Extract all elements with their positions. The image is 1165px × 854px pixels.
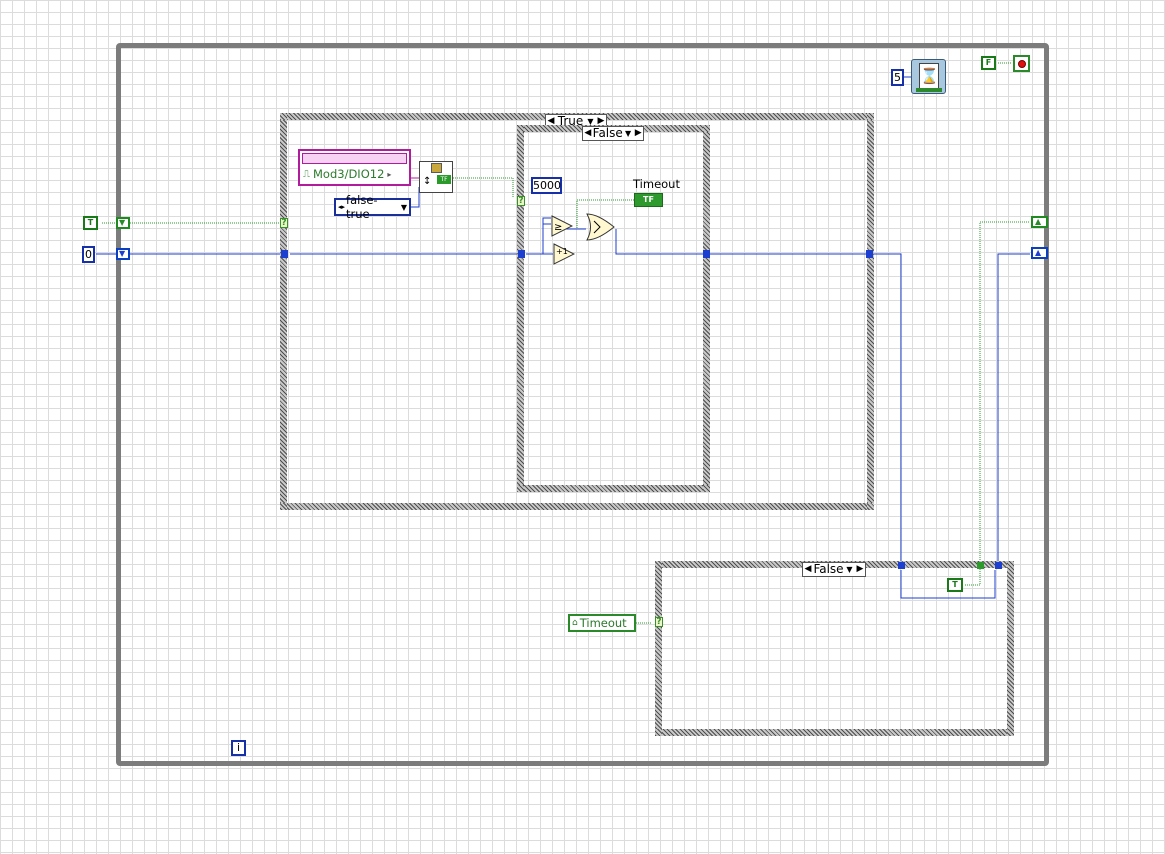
tunnel-inner-right[interactable]: [703, 250, 710, 258]
edge-enum-text: false-true: [346, 193, 378, 221]
true-constant-lower[interactable]: T: [947, 578, 963, 592]
chevron-down-icon[interactable]: ▼: [846, 565, 853, 574]
case-selector-inner[interactable]: ◀ False ▼ ▶: [582, 126, 644, 141]
io-channel-header: [302, 153, 407, 164]
house-icon: ⌂: [572, 618, 578, 628]
case-selector-terminal-lower[interactable]: ?: [655, 617, 663, 627]
stop-icon: [1018, 60, 1026, 68]
timeout-limit-text: 5000: [533, 179, 561, 192]
timeout-label: Timeout: [633, 177, 680, 191]
shift-register-left-bool[interactable]: ▼: [116, 217, 130, 229]
direction-arrow-icon: ↕: [423, 176, 432, 187]
tf-icon: TF: [437, 175, 451, 184]
timeout-local-text: Timeout: [579, 616, 627, 630]
enum-arrow-icon: ◂▸: [338, 203, 346, 211]
chevron-down-icon: ▼: [119, 249, 126, 258]
wait-ms-text: 5: [894, 71, 901, 84]
io-channel-text: Mod3/DIO12: [313, 167, 385, 181]
iteration-terminal[interactable]: i: [231, 740, 246, 756]
true-constant-lower-text: T: [952, 580, 958, 589]
increment-node[interactable]: +1: [553, 243, 576, 265]
greater-or-equal-node[interactable]: ≥: [551, 215, 574, 237]
increment-icon: [553, 243, 576, 265]
numeric-constant-zero-text: 0: [85, 248, 92, 261]
chevron-down-icon[interactable]: ▼: [624, 129, 632, 138]
chevron-up-icon: ▲: [1035, 217, 1042, 226]
increment-arrow-icon[interactable]: ▶: [634, 128, 642, 138]
edge-enum-constant[interactable]: ◂▸ false-true ▼: [334, 193, 411, 221]
hourglass-icon: ⌛: [919, 63, 939, 89]
tunnel-lower-right[interactable]: [995, 562, 1002, 569]
and-or-node[interactable]: [586, 213, 616, 241]
io-channel-value[interactable]: ⎍ Mod3/DIO12 ▸: [303, 166, 409, 182]
wait-base-icon: [916, 88, 942, 92]
false-constant-stop[interactable]: F: [981, 56, 996, 70]
wait-ms-constant[interactable]: 5: [891, 69, 904, 86]
increment-arrow-icon[interactable]: ▶: [597, 116, 605, 126]
timeout-indicator[interactable]: TF: [634, 193, 663, 207]
tunnel-outer-right[interactable]: [866, 250, 873, 258]
tunnel-inner-left[interactable]: [518, 250, 525, 258]
case-selector-lower-label: False: [813, 562, 844, 576]
decrement-arrow-icon[interactable]: ◀: [804, 564, 812, 574]
case-selector-terminal-outer[interactable]: ?: [280, 218, 288, 228]
tunnel-lower-left[interactable]: [898, 562, 905, 569]
shift-register-right-bool[interactable]: ▲: [1031, 216, 1048, 228]
browse-icon[interactable]: ▸: [387, 169, 392, 179]
logic-gate-icon: [586, 213, 615, 241]
stop-condition-terminal[interactable]: [1013, 55, 1030, 72]
chevron-down-icon: ▼: [119, 218, 126, 227]
iteration-terminal-text: i: [236, 741, 241, 754]
waveform-icon: ⎍: [303, 168, 310, 180]
chevron-up-icon: ▲: [1035, 248, 1042, 257]
numeric-constant-zero[interactable]: 0: [82, 246, 95, 263]
wait-node[interactable]: ⌛: [911, 59, 946, 94]
tunnel-outer-left[interactable]: [281, 250, 288, 258]
chevron-down-icon[interactable]: ▼: [587, 117, 594, 126]
digital-read-node[interactable]: TF ↕: [419, 161, 453, 193]
shift-register-left-numeric[interactable]: ▼: [116, 248, 130, 260]
case-selector-terminal-inner[interactable]: ?: [517, 196, 525, 206]
case-selector-lower[interactable]: ◀ False ▼ ▶: [802, 562, 866, 577]
shift-register-right-numeric[interactable]: ▲: [1031, 247, 1048, 259]
chevron-down-icon[interactable]: ▼: [400, 202, 407, 212]
decrement-arrow-icon[interactable]: ◀: [584, 128, 592, 138]
increment-arrow-icon[interactable]: ▶: [856, 564, 864, 574]
while-loop[interactable]: [116, 43, 1049, 766]
timeout-limit-constant[interactable]: 5000: [531, 177, 562, 194]
svg-text:≥: ≥: [554, 222, 562, 233]
tunnel-lower-bool[interactable]: [977, 562, 984, 569]
timeout-local-variable[interactable]: ⌂ Timeout: [568, 614, 636, 632]
true-constant-left[interactable]: T: [83, 216, 98, 230]
timeout-indicator-text: TF: [643, 195, 654, 204]
false-constant-stop-text: F: [985, 58, 992, 67]
io-channel-constant[interactable]: ⎍ Mod3/DIO12 ▸: [298, 149, 411, 186]
true-constant-left-text: T: [87, 218, 94, 227]
greater-or-equal-icon: ≥: [551, 215, 574, 237]
decrement-arrow-icon[interactable]: ◀: [547, 116, 555, 126]
chip-icon: [431, 163, 442, 173]
case-selector-inner-label: False: [592, 126, 623, 140]
increment-text: +1: [556, 247, 568, 256]
